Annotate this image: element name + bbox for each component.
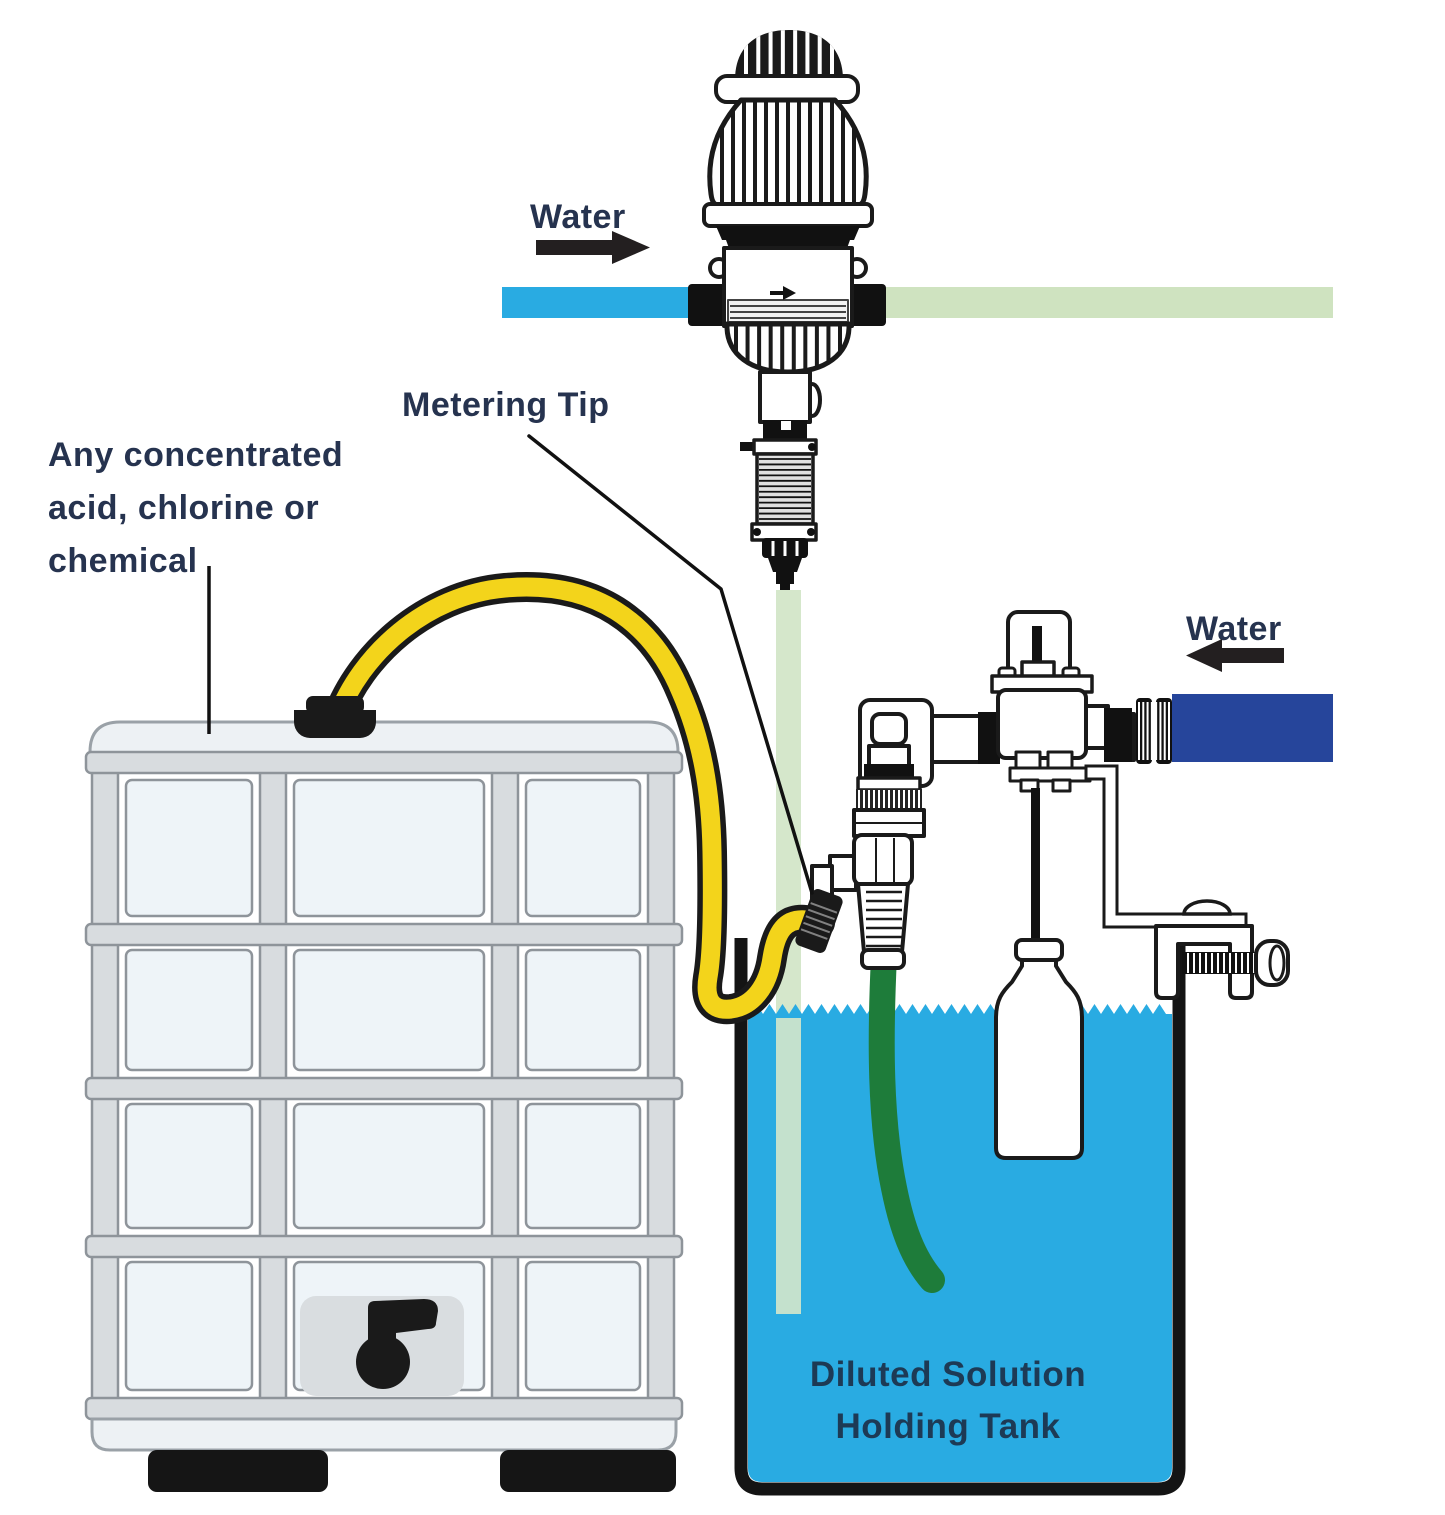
tank-walls [734,938,1186,1496]
waterline [750,1004,1170,1018]
pump-bowl [724,321,852,375]
arrow-left-icon [1186,639,1284,672]
tote-foot-left [148,1450,328,1492]
svg-text:Diluted Solution: Diluted Solution [810,1355,1086,1394]
pump-dome [714,30,860,104]
label-holding-tank: Diluted Solution Holding Tank [810,1355,1086,1446]
tote-panels [124,778,642,1392]
float-valve-body [996,688,1088,760]
tote-cap [294,696,376,738]
label-chemical-source: Any concentrated acid, chlorine or chemi… [48,436,343,580]
metering-tip-leader-line [527,434,814,895]
svg-text:acid, chlorine or: acid, chlorine or [48,489,319,527]
water-inlet-pipe [502,287,698,318]
chemical-tube [322,572,843,1025]
suction-tube [868,943,945,1293]
float-rod [1031,788,1040,946]
flow-arrow-icon [770,286,796,300]
pump-bell [702,97,874,251]
pump-outlet-fitting [846,284,886,326]
tote-frame [84,750,684,1421]
bracket-dome-cap [1182,899,1232,916]
label-water-inlet: Water [530,198,626,236]
adjustment-rod [1032,626,1042,680]
solution-outlet-pipe [884,287,1333,318]
clamp-knob [1254,939,1290,987]
float-valve [930,610,1333,793]
tote-foot-right [500,1450,676,1492]
label-metering-tip: Metering Tip [402,386,610,424]
injector-pump [688,30,886,592]
metering-tip-assembly [740,370,822,592]
pump-body [688,246,886,328]
svg-text:Holding Tank: Holding Tank [835,1407,1060,1446]
ibc-tote [84,720,684,1492]
svg-text:chemical: chemical [48,542,198,580]
pump-inlet-fitting [688,284,726,326]
supply-hose [1172,694,1333,762]
tube-connector [795,889,843,953]
arrow-right-icon [536,231,650,264]
foot-valve [810,698,934,970]
float-bottle [994,938,1084,1160]
tote-bottom [90,1417,678,1452]
c-clamp [1154,924,1290,1000]
label-water-supply: Water [1186,610,1282,648]
clamp-screw [1182,952,1260,974]
mounting-bracket [1084,764,1248,929]
tote-spigot [356,1299,438,1389]
svg-text:Any concentrated: Any concentrated [48,436,343,474]
